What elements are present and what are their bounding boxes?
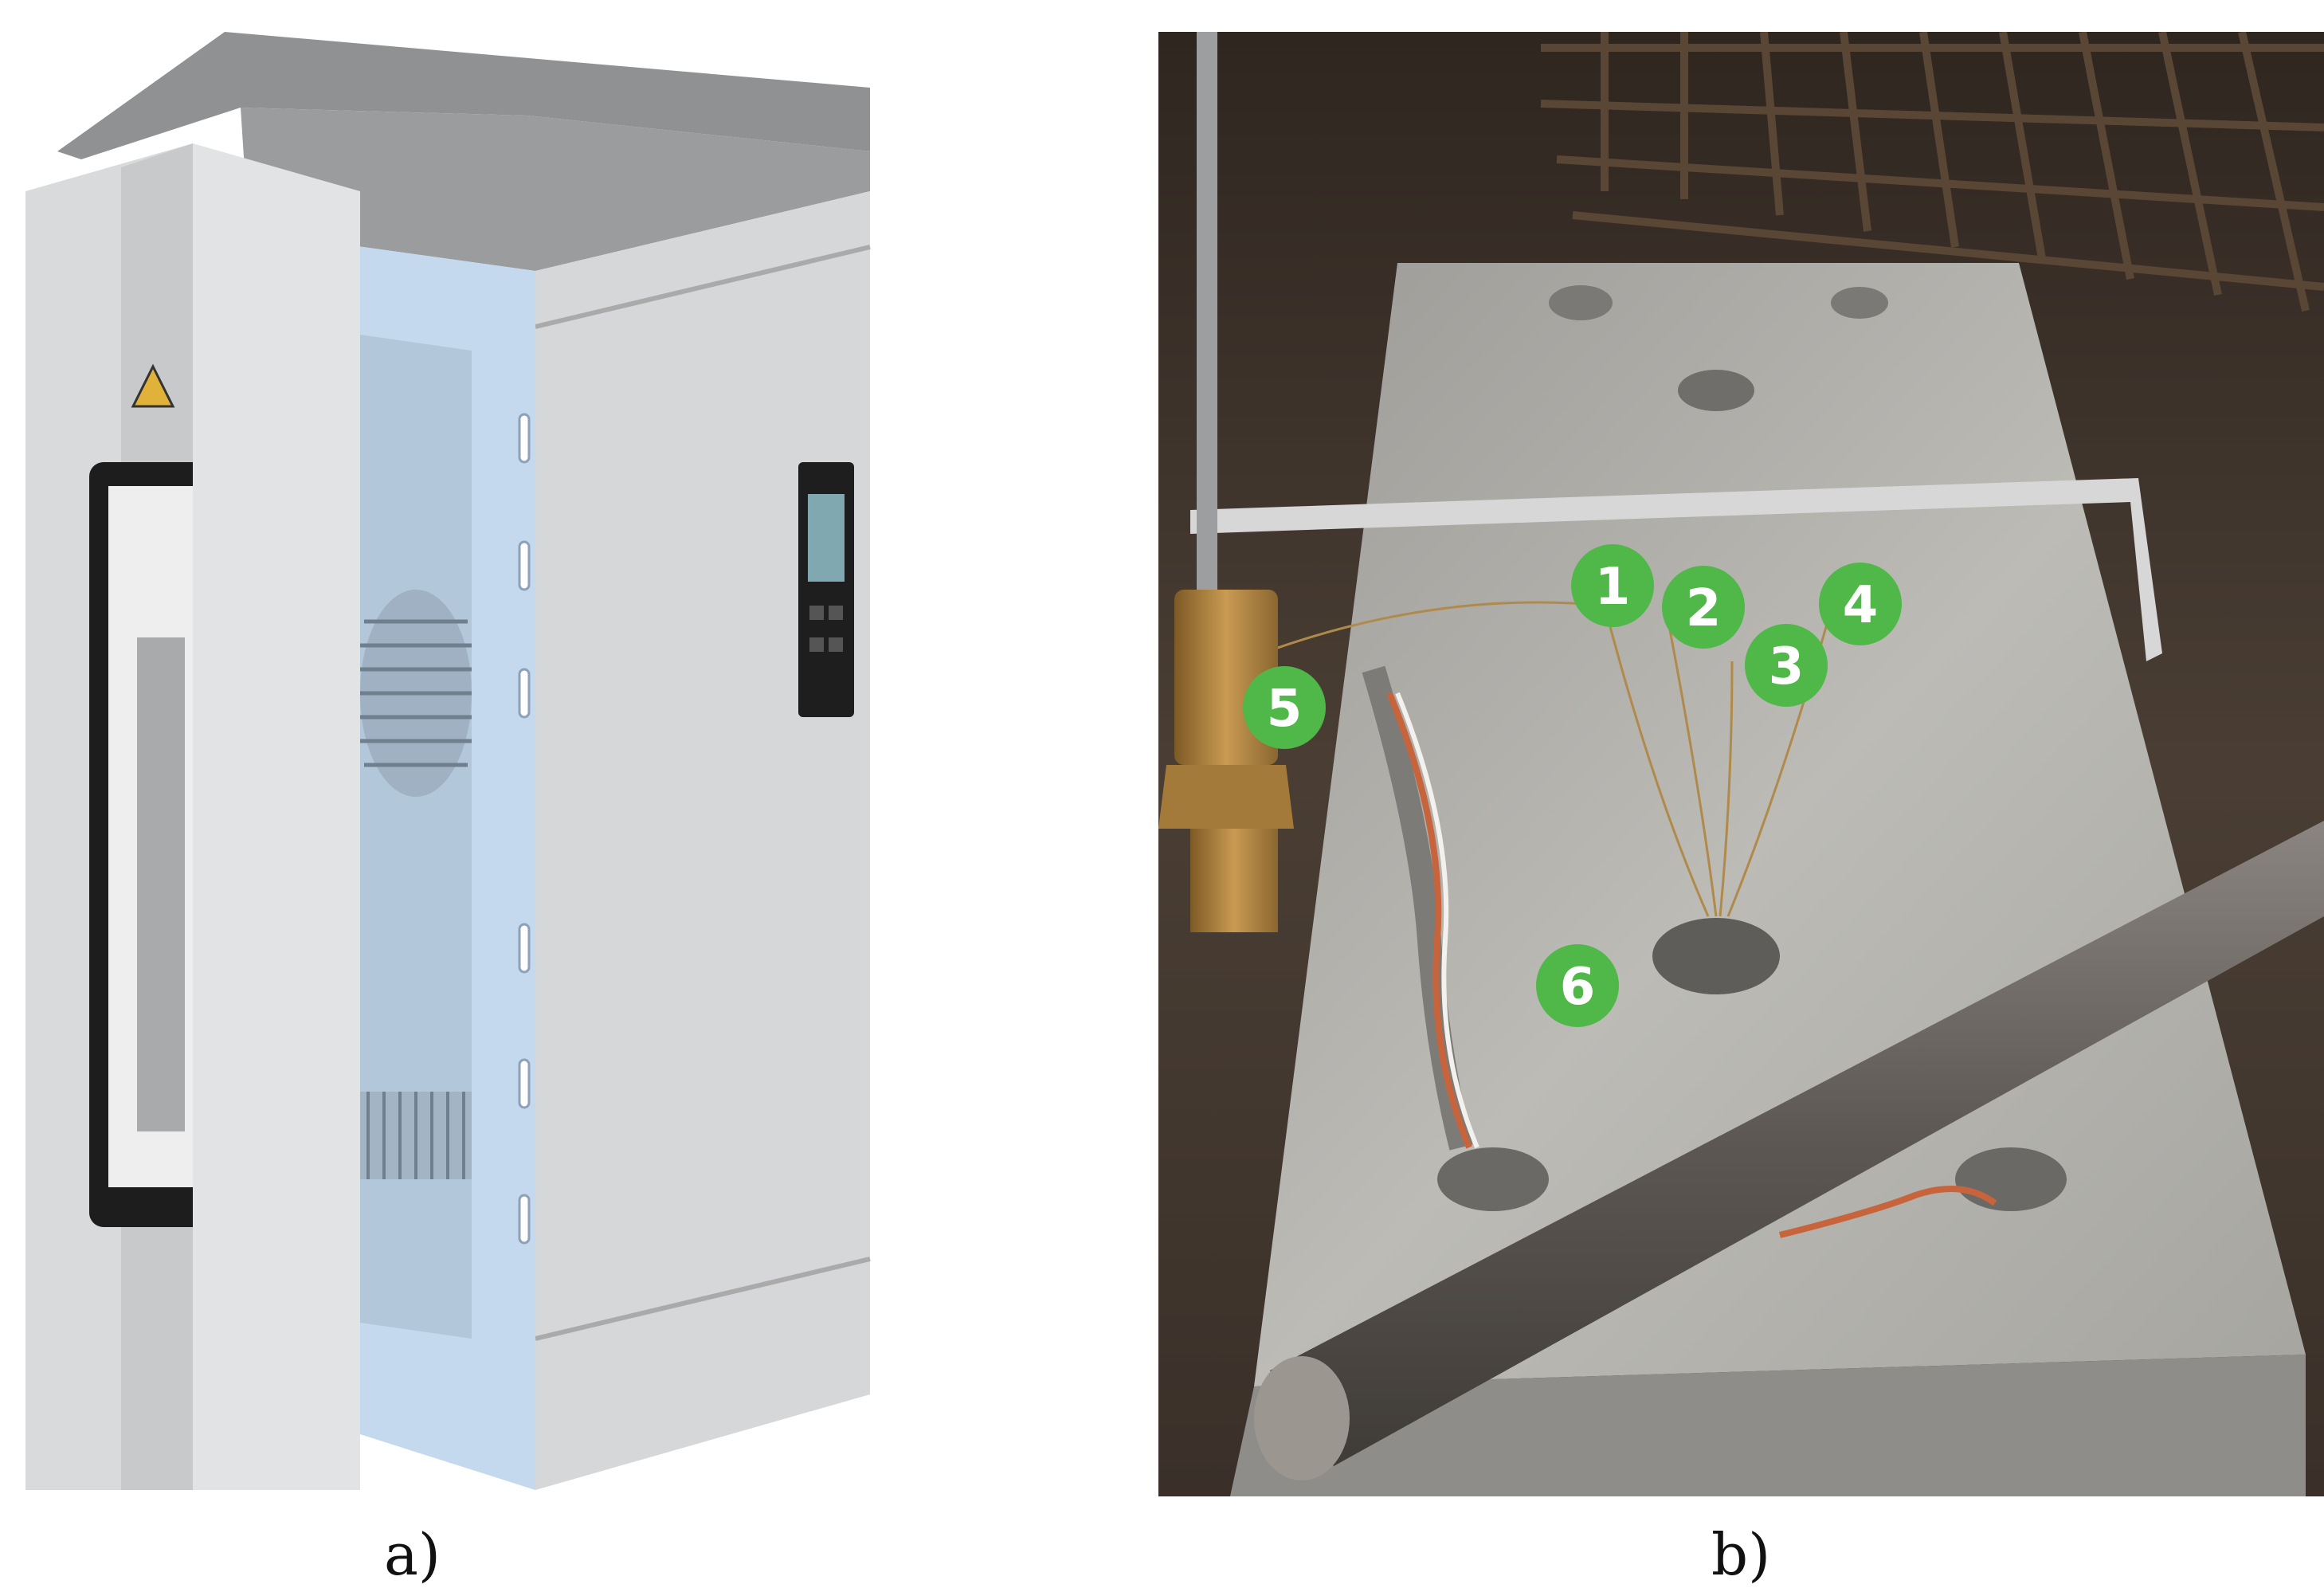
marker-2: 2 (1662, 566, 1745, 649)
plate-front-edge (1230, 1355, 2306, 1496)
controller-display (808, 494, 845, 582)
caption-b: b) (1711, 1521, 1771, 1588)
svg-text:6: 6 (1560, 958, 1596, 1017)
cabinet-top (57, 32, 870, 159)
vertical-probe-rod (1197, 32, 1217, 606)
lower-grille (360, 1092, 472, 1179)
cabinet-top-front (241, 108, 870, 271)
fine-thermocouple-wires (1261, 601, 1829, 917)
chamber-illustration (25, 32, 871, 1490)
setup-photo: 1 2 3 4 5 6 (1158, 32, 2324, 1496)
sheathed-thermocouple-wire-end (1779, 1186, 1997, 1238)
controller-key (829, 637, 843, 652)
svg-text:3: 3 (1769, 637, 1805, 696)
marker-4: 4 (1819, 563, 1902, 645)
steel-bar (1270, 821, 2324, 1466)
side-seam-top (535, 245, 871, 329)
panel-a-cad-chamber-rendering (10, 32, 876, 1496)
frame-slots (518, 413, 531, 1245)
hex-key-wrench (1190, 478, 2162, 661)
marker-3: 3 (1745, 624, 1828, 707)
window-reflection (137, 637, 185, 1131)
caption-a: a) (384, 1521, 441, 1588)
svg-text:4: 4 (1843, 576, 1879, 635)
back-wire-grid (1540, 32, 2324, 312)
svg-text:5: 5 (1267, 680, 1303, 739)
sheathed-thermocouple-wire (1386, 692, 1472, 1149)
cabinet-side-panel (535, 191, 870, 1490)
door-front-panel (193, 143, 360, 1490)
warning-icon (131, 363, 175, 408)
panel-b-thermocouple-setup-photo: 1 2 3 4 5 6 (1158, 32, 2324, 1496)
sheathed-thermocouple-wire (1395, 692, 1479, 1149)
marker-5: 5 (1243, 666, 1326, 749)
svg-text:1: 1 (1595, 558, 1631, 617)
fan-grille (360, 590, 472, 797)
aluminium-plate (1254, 263, 2306, 1386)
controller-key (829, 606, 843, 620)
svg-text:2: 2 (1686, 579, 1722, 638)
steel-bar-end (1254, 1356, 1350, 1480)
interior-back-wall (360, 335, 472, 1339)
marker-1: 1 (1571, 544, 1654, 627)
controller-key (809, 606, 824, 620)
controller-key (809, 637, 824, 652)
side-seam-bottom (535, 1257, 871, 1341)
marker-6: 6 (1536, 944, 1619, 1027)
